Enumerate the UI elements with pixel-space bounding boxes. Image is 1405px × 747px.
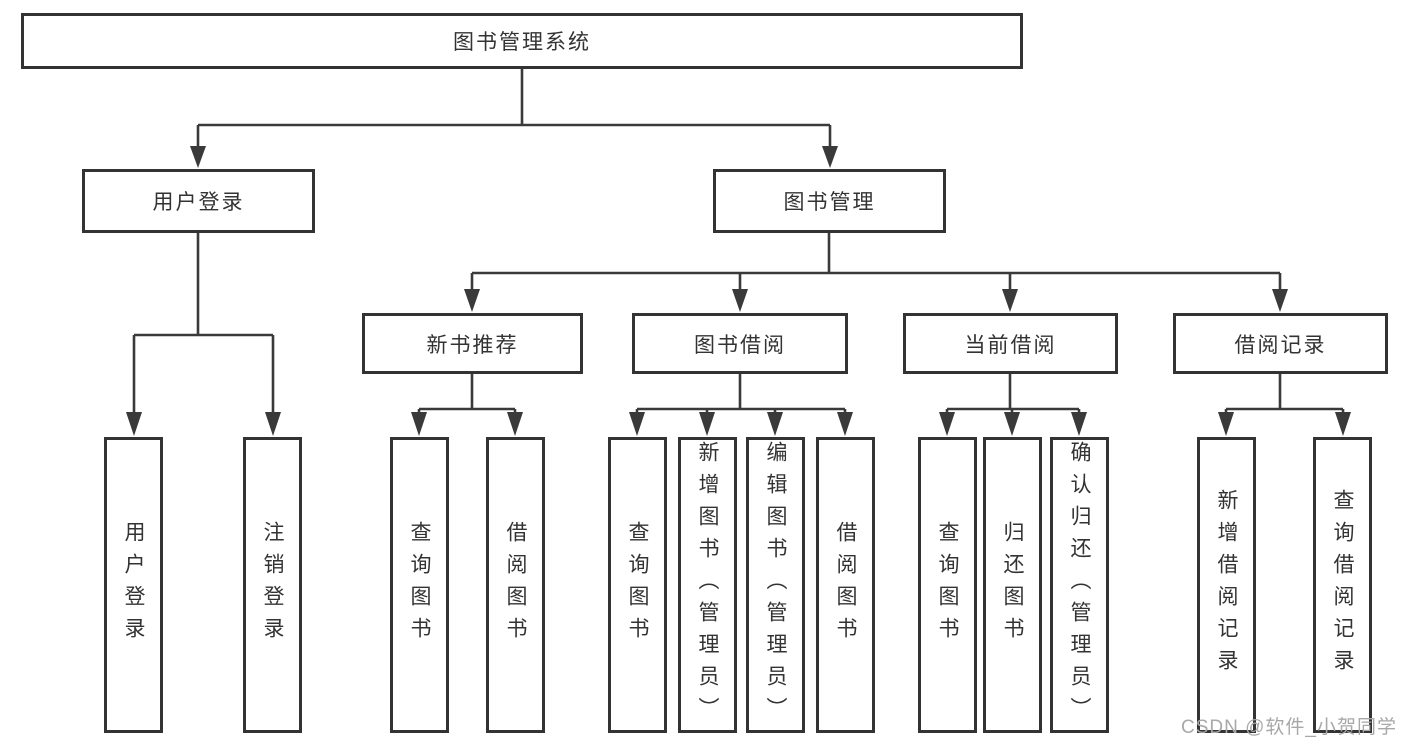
leaf-return-books-label: 归还图书	[1001, 521, 1024, 649]
node-book-borrow-label: 图书借阅	[694, 333, 786, 357]
node-borrow-records: 借阅记录	[1173, 313, 1388, 374]
connector-edges	[132, 69, 1345, 416]
node-user-login-label: 用户登录	[152, 191, 245, 214]
leaf-borrow-query-books: 查询图书	[608, 437, 667, 733]
arrowhead-icons	[126, 146, 1351, 436]
leaf-logout: 注销登录	[243, 437, 302, 733]
node-current-borrow: 当前借阅	[903, 313, 1118, 374]
leaf-add-books-admin-label: 新增图书（管理员）	[696, 441, 719, 729]
leaf-user-login-label: 用户登录	[122, 521, 145, 649]
node-user-login: 用户登录	[82, 169, 315, 233]
leaf-return-books: 归还图书	[983, 437, 1042, 733]
node-book-manage-label: 图书管理	[783, 191, 876, 214]
leaf-add-borrow-record-label: 新增借阅记录	[1215, 489, 1238, 681]
leaf-add-books-admin: 新增图书（管理员）	[678, 437, 737, 733]
leaf-borrow-books: 借阅图书	[816, 437, 875, 733]
node-current-borrow-label: 当前借阅	[964, 333, 1057, 357]
leaf-recommend-borrow-books: 借阅图书	[486, 437, 545, 733]
leaf-recommend-query-books-label: 查询图书	[408, 521, 431, 649]
leaf-edit-books-admin-label: 编辑图书（管理员）	[764, 441, 787, 729]
leaf-recommend-borrow-books-label: 借阅图书	[504, 521, 527, 649]
leaf-current-query-books: 查询图书	[918, 437, 977, 733]
leaf-borrow-query-books-label: 查询图书	[626, 521, 649, 649]
node-library-system: 图书管理系统	[21, 13, 1023, 69]
leaf-confirm-return-admin-label: 确认归还（管理员）	[1068, 441, 1091, 729]
node-borrow-records-label: 借阅记录	[1234, 333, 1327, 357]
leaf-edit-books-admin: 编辑图书（管理员）	[746, 437, 805, 733]
leaf-query-borrow-record-label: 查询借阅记录	[1331, 489, 1354, 681]
node-book-manage: 图书管理	[713, 169, 946, 233]
node-new-book-recommend-label: 新书推荐	[426, 333, 519, 357]
leaf-borrow-books-label: 借阅图书	[834, 521, 857, 649]
csdn-watermark: CSDN @软件_小贺同学	[1181, 717, 1397, 738]
node-library-system-label: 图书管理系统	[453, 31, 591, 54]
leaf-confirm-return-admin: 确认归还（管理员）	[1050, 437, 1109, 733]
leaf-current-query-books-label: 查询图书	[936, 521, 959, 649]
node-book-borrow: 图书借阅	[632, 313, 848, 374]
leaf-recommend-query-books: 查询图书	[390, 437, 449, 733]
leaf-user-login: 用户登录	[104, 437, 163, 733]
leaf-add-borrow-record: 新增借阅记录	[1197, 437, 1256, 733]
node-new-book-recommend: 新书推荐	[362, 313, 583, 374]
leaf-logout-label: 注销登录	[261, 521, 284, 649]
leaf-query-borrow-record: 查询借阅记录	[1313, 437, 1372, 733]
